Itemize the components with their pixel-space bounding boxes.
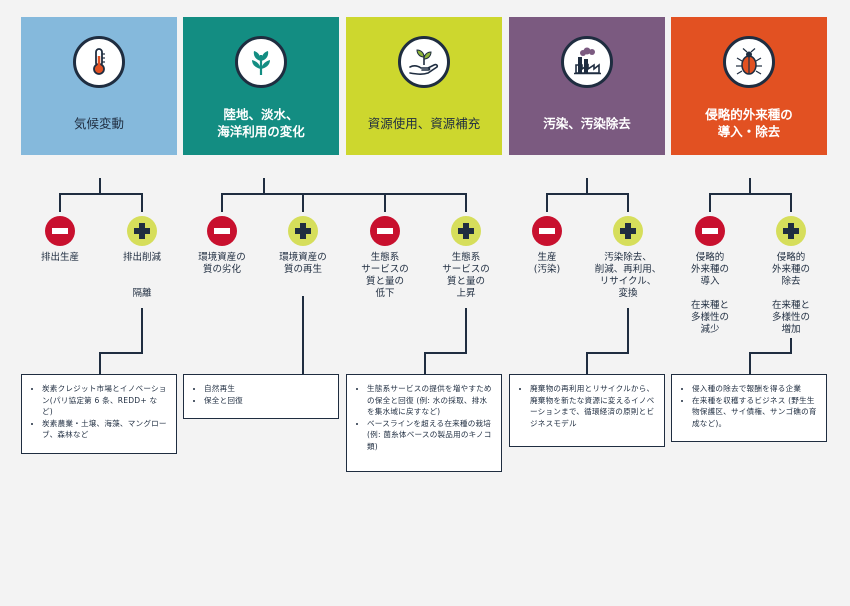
minus-icon [539,228,555,234]
opportunity-box-pollution: 廃棄物の再利用とリサイクルから、廃棄物を新たな資源に変えるイノベーションまで、循… [509,374,665,447]
connector [790,338,792,353]
plant-icon [252,51,270,75]
beetle-icon [736,48,762,75]
opportunity-box-resource: 生態系サービスの提供を増やすための保全と回復 (例: 水の採取、排水を集水域に戻… [346,374,502,472]
negative-impact-badge [695,216,725,246]
opportunity-box-climate: 炭素クレジット市場とイノベーション(パリ協定第 6 条、REDD+ など) 炭素… [21,374,177,454]
category-title: 陸地、淡水、 海洋利用の変化 [217,107,305,139]
impact-label: 環境資産の 質の再生 [279,252,327,275]
connector [709,193,792,195]
opportunity-item: ベースラインを超える在来種の栽培 (例: 菌糸体ベースの製品用のキノコ類) [367,418,493,453]
connector [627,193,629,212]
positive-impact-badge [776,216,806,246]
opportunity-item: 侵入種の除去で報酬を得る企業 [692,383,818,395]
impact-label: 排出削減 隔離 [122,252,161,299]
opportunity-box-landuse: 自然再生 保全と回復 [183,374,339,419]
negative-impact-badge [370,216,400,246]
category-title: 侵略的外来種の 導入・除去 [705,107,793,139]
connector [424,352,426,374]
connector [221,193,223,212]
icon-ring [723,36,775,88]
connector [546,193,629,195]
minus-icon [377,228,393,234]
icon-ring [398,36,450,88]
connector [790,193,792,212]
opportunity-item: 廃棄物の再利用とリサイクルから、廃棄物を新たな資源に変えるイノベーションまで、循… [530,383,656,429]
category-card-climate: 気候変動 [21,17,177,155]
category-card-pollution: 汚染、汚染除去 [509,17,665,155]
positive-impact-badge [288,216,318,246]
factory-icon [574,47,601,75]
category-card-invasive: 侵略的外来種の 導入・除去 [671,17,827,155]
opportunity-box-invasive: 侵入種の除去で報酬を得る企業 在来種を収穫するビジネス (野生生物保護区、サイ債… [671,374,827,442]
positive-impact-badge [127,216,157,246]
impact-label: 環境資産の 質の劣化 [198,252,246,275]
connector [141,193,143,212]
category-title: 資源使用、資源補充 [367,115,481,131]
connector [546,193,548,212]
seedling-hand-icon [409,49,439,75]
opportunity-item: 保全と回復 [204,395,330,407]
connector [424,352,467,354]
connector [586,352,629,354]
connector [465,193,467,212]
connector [141,308,143,353]
opportunity-item: 生態系サービスの提供を増やすための保全と回復 (例: 水の採取、排水を集水域に戻… [367,383,493,418]
icon-ring [235,36,287,88]
connector [586,352,588,374]
thermometer-icon [93,48,105,75]
connector [99,178,101,194]
positive-impact-badge [613,216,643,246]
connector [749,178,751,194]
connector [263,178,265,194]
connector [709,193,711,212]
impact-label: 生態系 サービスの 質と量の 低下 [361,252,409,299]
connector [59,193,143,195]
category-card-landuse: 陸地、淡水、 海洋利用の変化 [183,17,339,155]
impact-label: 汚染除去、 削減、再利用、 リサイクル、 変換 [594,252,662,299]
category-card-resource: 資源使用、資源補充 [346,17,502,155]
opportunity-item: 炭素農業・土壌、海藻、マングローブ、森林など [42,418,168,441]
connector [99,352,101,374]
category-title: 汚染、汚染除去 [543,115,631,131]
connector [465,308,467,353]
opportunity-item: 在来種を収穫するビジネス (野生生物保護区、サイ債権、サンゴ礁の育成など)。 [692,395,818,430]
negative-impact-badge [45,216,75,246]
minus-icon [702,228,718,234]
impact-label: 排出生産 [40,252,79,263]
connector [59,193,61,212]
impact-label: 侵略的 外来種の 除去 在来種と 多様性の 増加 [771,252,810,335]
connector [384,193,386,212]
positive-impact-badge [451,216,481,246]
negative-impact-badge [532,216,562,246]
opportunity-item: 自然再生 [204,383,330,395]
minus-icon [214,228,230,234]
minus-icon [52,228,68,234]
impact-label: 侵略的 外来種の 導入 在来種と 多様性の 減少 [690,252,729,335]
connector [221,193,467,195]
negative-impact-badge [207,216,237,246]
impact-label: 生態系 サービスの 質と量の 上昇 [442,252,490,299]
impact-label: 生産 (汚染) [533,252,561,275]
connector [749,352,751,374]
connector [302,296,304,375]
category-title: 気候変動 [73,115,124,131]
icon-ring [73,36,125,88]
opportunity-item: 炭素クレジット市場とイノベーション(パリ協定第 6 条、REDD+ など) [42,383,168,418]
icon-ring [561,36,613,88]
connector [586,178,588,194]
connector [99,352,143,354]
connector [627,308,629,353]
connector [302,193,304,212]
connector [749,352,792,354]
